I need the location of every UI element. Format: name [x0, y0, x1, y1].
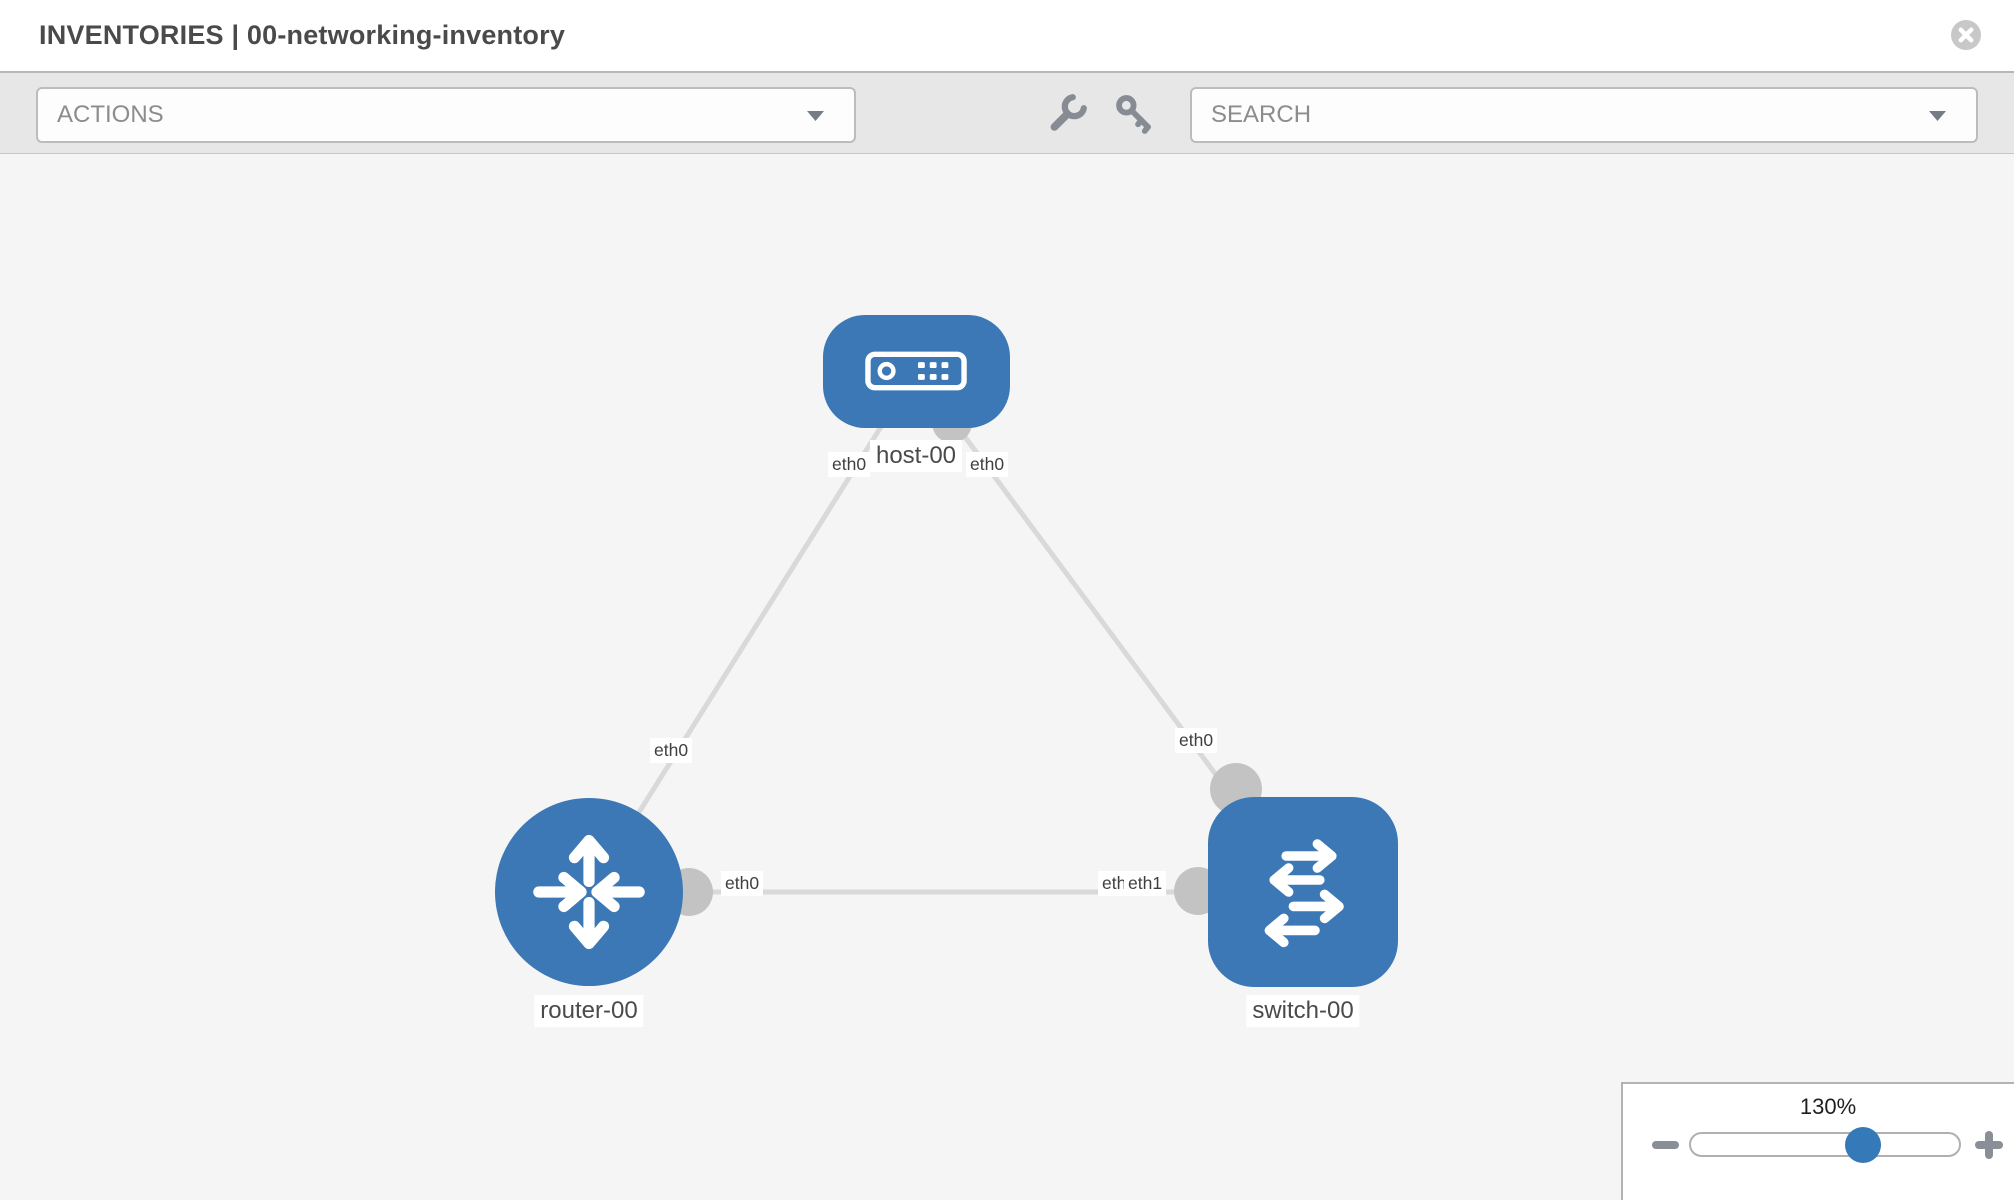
node-switch-00[interactable] — [1208, 797, 1398, 987]
close-button[interactable] — [1951, 20, 1981, 50]
wrench-icon — [1050, 93, 1087, 131]
interface-label: eth0 — [721, 871, 764, 896]
interface-label: eth1 — [1124, 871, 1167, 896]
interface-label: eth0 — [1175, 728, 1218, 753]
switch-icon — [1264, 839, 1344, 948]
node-host-00[interactable] — [822, 314, 1010, 428]
search-placeholder: SEARCH — [1211, 101, 1312, 128]
interface-label: eth0 — [966, 452, 1009, 477]
zoom-in-button[interactable] — [1975, 1131, 2003, 1159]
node-label-switch-00: switch-00 — [1246, 995, 1360, 1027]
zoom-out-button[interactable] — [1652, 1141, 1679, 1149]
zoom-slider-thumb[interactable] — [1844, 1126, 1881, 1163]
configure-button[interactable] — [1042, 86, 1094, 142]
chevron-down-icon — [1929, 111, 1946, 121]
page-title: INVENTORIES | 00-networking-inventory — [39, 20, 566, 50]
header: INVENTORIES | 00-networking-inventory — [0, 0, 2014, 71]
node-label-router-00: router-00 — [534, 995, 644, 1027]
actions-dropdown-label: ACTIONS — [57, 101, 164, 128]
zoom-percent-label: 130% — [1799, 1094, 1857, 1119]
router-icon — [533, 834, 645, 950]
close-icon — [1951, 20, 1981, 50]
node-router-00[interactable] — [495, 798, 683, 986]
interface-label: eth0 — [650, 738, 693, 763]
zoom-panel: 130% — [1621, 1082, 2014, 1200]
actions-dropdown[interactable]: ACTIONS — [36, 87, 856, 143]
key-icon — [1116, 94, 1151, 134]
chevron-down-icon — [807, 111, 824, 121]
credentials-button[interactable] — [1108, 86, 1160, 142]
node-label-host-00: host-00 — [869, 440, 963, 472]
interface-label: eth0 — [828, 452, 871, 477]
toolbar: ACTIONS SEARCH — [0, 71, 2014, 154]
host-server-icon — [865, 351, 967, 391]
search-dropdown[interactable]: SEARCH — [1190, 87, 1978, 143]
zoom-slider-track[interactable] — [1689, 1126, 1961, 1163]
